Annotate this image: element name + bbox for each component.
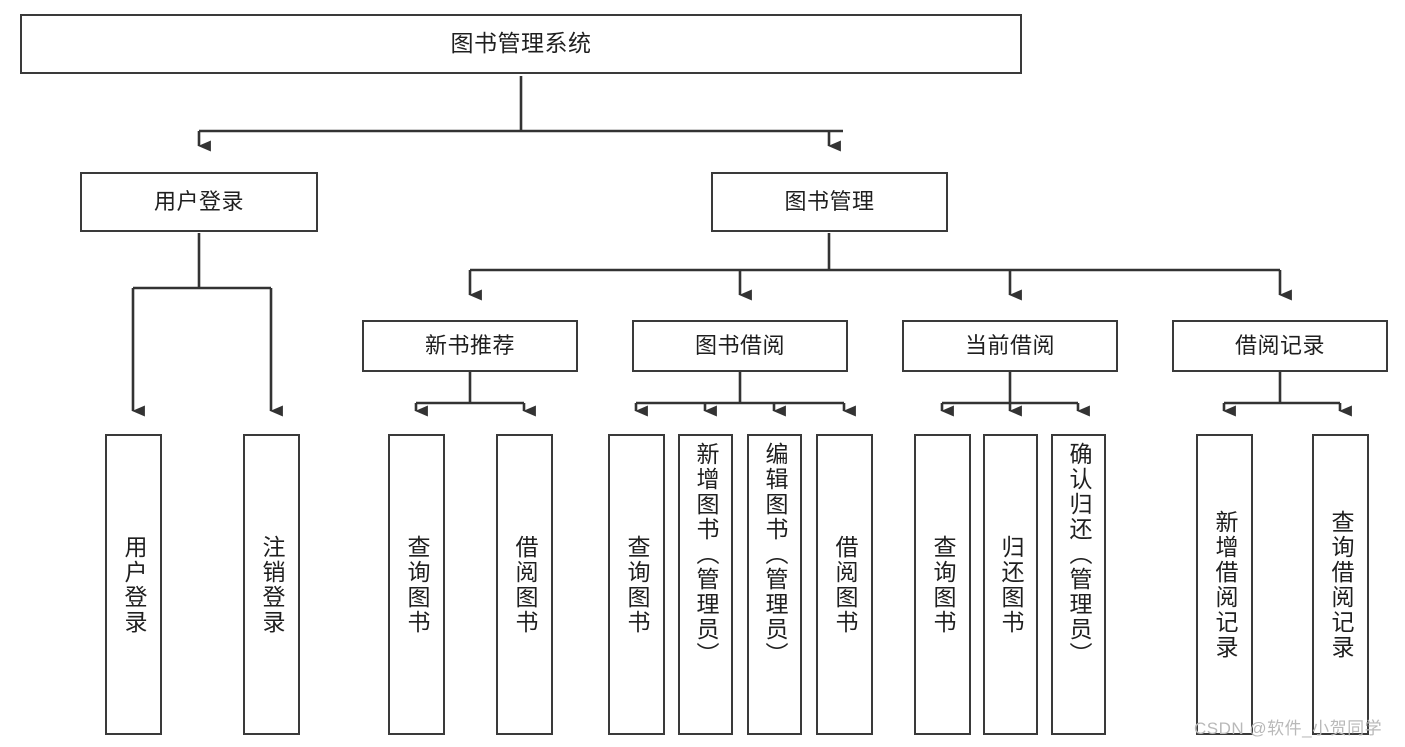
node-book-borrow[interactable]: 图书借阅 [632, 320, 848, 372]
node-leaf-add-record[interactable]: 新增借阅记录 [1196, 434, 1253, 735]
node-leaf-query-record[interactable]: 查询借阅记录 [1312, 434, 1369, 735]
node-root-label: 图书管理系统 [450, 30, 592, 57]
node-leaf-query-book-2-label: 查询图书 [624, 534, 650, 635]
node-current-borrow-label: 当前借阅 [964, 332, 1055, 358]
node-leaf-return-book[interactable]: 归还图书 [983, 434, 1038, 735]
node-leaf-confirm-return[interactable]: 确认归还（管理员） [1051, 434, 1106, 735]
node-leaf-user-login[interactable]: 用户登录 [105, 434, 162, 735]
node-new-book-rec-label: 新书推荐 [424, 332, 515, 358]
node-current-borrow[interactable]: 当前借阅 [902, 320, 1118, 372]
node-leaf-edit-book[interactable]: 编辑图书（管理员） [747, 434, 802, 735]
node-borrow-record[interactable]: 借阅记录 [1172, 320, 1388, 372]
node-book-manage-label: 图书管理 [784, 188, 875, 214]
node-leaf-user-logout[interactable]: 注销登录 [243, 434, 300, 735]
node-book-manage[interactable]: 图书管理 [711, 172, 948, 232]
node-user-login[interactable]: 用户登录 [80, 172, 318, 232]
node-leaf-user-login-label: 用户登录 [121, 534, 147, 635]
node-book-borrow-label: 图书借阅 [694, 332, 785, 358]
node-user-login-label: 用户登录 [153, 188, 244, 214]
node-leaf-add-book-label: 新增图书（管理员） [693, 442, 719, 667]
node-leaf-add-book[interactable]: 新增图书（管理员） [678, 434, 733, 735]
node-leaf-borrow-book-2[interactable]: 借阅图书 [816, 434, 873, 735]
node-leaf-query-book-1[interactable]: 查询图书 [388, 434, 445, 735]
node-root[interactable]: 图书管理系统 [20, 14, 1022, 74]
node-borrow-record-label: 借阅记录 [1234, 332, 1325, 358]
csdn-watermark: CSDN @软件_小贺同学 [1194, 719, 1383, 738]
node-leaf-add-record-label: 新增借阅记录 [1212, 509, 1238, 660]
node-leaf-query-book-3[interactable]: 查询图书 [914, 434, 971, 735]
node-leaf-borrow-book-2-label: 借阅图书 [832, 534, 858, 635]
node-leaf-query-record-label: 查询借阅记录 [1328, 509, 1354, 660]
node-leaf-edit-book-label: 编辑图书（管理员） [762, 442, 788, 667]
node-leaf-query-book-2[interactable]: 查询图书 [608, 434, 665, 735]
node-leaf-query-book-3-label: 查询图书 [930, 534, 956, 635]
node-new-book-rec[interactable]: 新书推荐 [362, 320, 578, 372]
node-leaf-query-book-1-label: 查询图书 [404, 534, 430, 635]
node-leaf-user-logout-label: 注销登录 [259, 534, 285, 635]
node-leaf-return-book-label: 归还图书 [998, 534, 1024, 635]
node-leaf-confirm-return-label: 确认归还（管理员） [1066, 442, 1092, 667]
node-leaf-borrow-book-1-label: 借阅图书 [512, 534, 538, 635]
node-leaf-borrow-book-1[interactable]: 借阅图书 [496, 434, 553, 735]
